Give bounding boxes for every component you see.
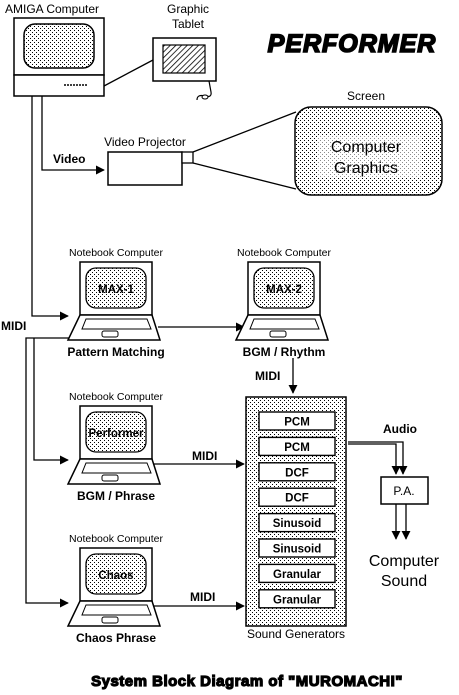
notebook-keyboard bbox=[81, 318, 152, 330]
tablet-label-1: Graphic bbox=[167, 2, 209, 16]
pa-label: P.A. bbox=[393, 484, 414, 498]
notebook-header: Notebook Computer bbox=[69, 533, 163, 545]
generator-label: PCM bbox=[284, 417, 310, 429]
generator-label: DCF bbox=[285, 467, 309, 479]
projection-screen bbox=[192, 106, 443, 196]
generator-box bbox=[258, 538, 336, 558]
generator-label: DCF bbox=[285, 493, 309, 505]
generator-item: Granular bbox=[258, 589, 336, 609]
notebook-screen bbox=[253, 267, 315, 309]
notebook-screen bbox=[85, 411, 147, 453]
trackpad-icon bbox=[101, 474, 119, 482]
notebook-keyboard bbox=[81, 604, 152, 616]
amiga-label: AMIGA Computer bbox=[5, 2, 99, 16]
notebook-screen bbox=[85, 267, 147, 309]
generator-label: Sinusoid bbox=[273, 518, 322, 530]
notebook-caption: BGM / Rhythm bbox=[243, 345, 326, 359]
sound-generators-label: Sound Generators bbox=[247, 627, 345, 641]
generator-label: Granular bbox=[273, 569, 321, 581]
notebook-caption: Chaos Phrase bbox=[76, 631, 156, 645]
generator-item: Granular bbox=[258, 563, 336, 584]
projector-label: Video Projector bbox=[104, 135, 186, 149]
midi-bgm-label: MIDI bbox=[255, 369, 280, 383]
tablet-cable bbox=[103, 59, 154, 87]
tablet-label-2: Tablet bbox=[172, 17, 205, 31]
audio-label: Audio bbox=[383, 422, 417, 436]
generator-item: PCM bbox=[258, 436, 336, 457]
performer-title: PERFORMER bbox=[268, 30, 437, 58]
generator-box bbox=[258, 436, 336, 457]
video-projector-icon bbox=[107, 151, 194, 186]
generator-box bbox=[258, 487, 336, 507]
generator-box bbox=[258, 589, 336, 609]
midi-chaos-label: MIDI bbox=[190, 590, 215, 604]
midi-left-label: MIDI bbox=[1, 319, 26, 333]
midi-performer-label: MIDI bbox=[192, 449, 217, 463]
generator-label: Granular bbox=[273, 594, 321, 606]
notebook-screen-label: Performer bbox=[89, 428, 144, 440]
notebook-keyboard bbox=[81, 462, 152, 474]
screen-text-1: Computer bbox=[331, 139, 402, 156]
generator-item: Sinusoid bbox=[258, 538, 336, 558]
generator-box bbox=[258, 563, 336, 584]
notebook-caption: Pattern Matching bbox=[67, 345, 164, 359]
trackpad-icon bbox=[269, 330, 287, 338]
notebook-header: Notebook Computer bbox=[69, 247, 163, 259]
notebook-screen-label: Chaos bbox=[98, 570, 133, 582]
generator-list: PCMPCMDCFDCFSinusoidSinusoidGranularGran… bbox=[258, 411, 336, 609]
notebook-screen-label: MAX-2 bbox=[266, 284, 302, 296]
trackpad-icon bbox=[101, 616, 119, 624]
notebook-header: Notebook Computer bbox=[69, 391, 163, 403]
notebook-caption: BGM / Phrase bbox=[77, 489, 155, 503]
screen-label: Screen bbox=[347, 89, 385, 103]
generator-label: PCM bbox=[284, 442, 310, 454]
sound-generators-box bbox=[245, 396, 347, 627]
amiga-monitor-icon bbox=[13, 17, 105, 97]
generator-item: DCF bbox=[258, 462, 336, 482]
video-label: Video bbox=[53, 152, 85, 166]
generator-box bbox=[258, 512, 336, 533]
generator-item: DCF bbox=[258, 487, 336, 507]
screen-text-2: Graphics bbox=[334, 160, 398, 177]
notebook-screen bbox=[85, 553, 147, 595]
generator-item: Sinusoid bbox=[258, 512, 336, 533]
generator-box bbox=[258, 462, 336, 482]
generator-box bbox=[258, 411, 336, 431]
connection-lines bbox=[25, 96, 411, 611]
notebook-screen-label: MAX-1 bbox=[98, 284, 134, 296]
notebook-keyboard bbox=[249, 318, 320, 330]
trackpad-icon bbox=[101, 330, 119, 338]
generator-item: PCM bbox=[258, 411, 336, 431]
computer-sound-1: Computer bbox=[369, 553, 440, 570]
graphic-tablet-icon bbox=[152, 37, 217, 101]
generator-label: Sinusoid bbox=[273, 544, 322, 556]
computer-sound-2: Sound bbox=[381, 573, 427, 590]
diagram-caption: System Block Diagram of "MUROMACHI" bbox=[91, 673, 403, 690]
notebook-header: Notebook Computer bbox=[237, 247, 331, 259]
pa-box bbox=[380, 476, 429, 505]
